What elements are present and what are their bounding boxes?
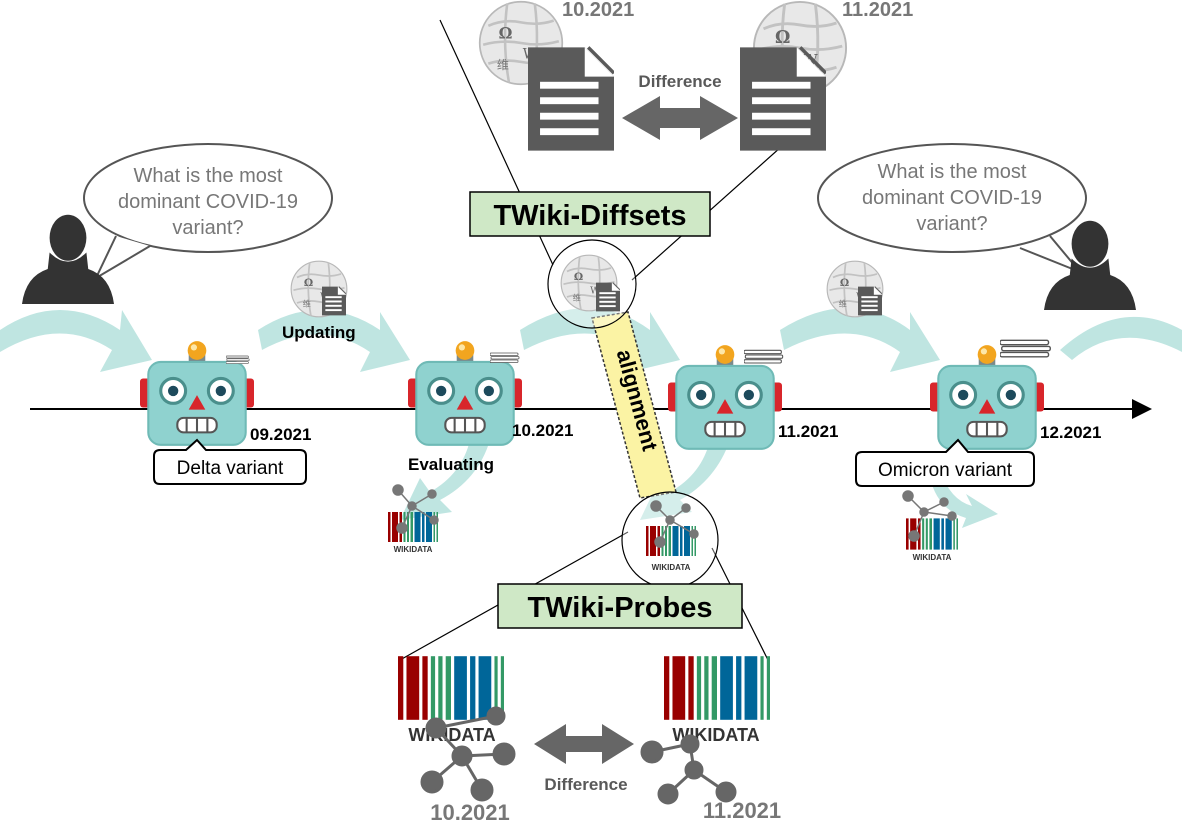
question-line: dominant COVID-19 <box>862 187 1042 209</box>
wikidata-date-left: 10.2021 <box>430 800 510 823</box>
small-wikidata-icons: WIKIDATA WIKIDATA WIKIDATA <box>388 484 958 572</box>
teal-arrow-evaluate-2 <box>640 440 730 520</box>
speech-bubble-left: What is the most dominant COVID-19 varia… <box>83 143 333 281</box>
twiki-diffsets-box <box>469 191 711 237</box>
question-line: dominant COVID-19 <box>118 191 298 213</box>
robot-icon <box>930 343 1044 451</box>
book-stack-icon <box>490 352 520 364</box>
question-line: What is the most <box>878 161 1027 183</box>
date-label: 11.2021 <box>778 422 839 441</box>
question-line: variant? <box>172 217 243 239</box>
teal-arrow-evaluate-3 <box>930 470 998 528</box>
twiki-probes-label: TWiki-Probes <box>527 592 712 624</box>
answer-omicron: Omicron variant <box>878 460 1013 481</box>
wikidata-right: WIKIDATA 11.2021 <box>640 656 781 823</box>
book-stack-icon <box>226 355 250 365</box>
teal-arrow-user-left <box>0 310 152 372</box>
answer-left: Delta variant <box>153 438 307 485</box>
wiki-date-right: 11.2021 <box>842 0 913 21</box>
wikidata-logo-icon <box>388 512 438 542</box>
teal-arrow-user-right <box>1060 316 1182 360</box>
teal-arrow-update-3 <box>780 308 940 372</box>
double-arrow-icon <box>622 96 738 140</box>
answer-right: Omicron variant <box>855 438 1035 487</box>
question-line: variant? <box>916 213 987 235</box>
date-label: 10.2021 <box>512 421 573 440</box>
wikidata-wordmark: WIKIDATA <box>394 545 433 554</box>
book-stack-icon <box>1000 338 1052 359</box>
twiki-probes-box <box>497 583 743 629</box>
small-wiki-icons <box>290 254 884 318</box>
wikidata-wordmark: WIKIDATA <box>913 553 952 562</box>
timeline-labels: 09.2021 10.2021 11.2021 12.2021 Updating… <box>250 323 1101 474</box>
wikidata-wordmark: WIKIDATA <box>652 563 691 572</box>
book-stack-icon <box>744 349 784 365</box>
wiki-diffsets-area: 10.2021 11.2021 Difference TWiki-Diffset… <box>469 0 913 237</box>
teal-arrow-update-1 <box>258 310 410 372</box>
date-label: 12.2021 <box>1040 423 1101 442</box>
wikidata-logo-icon <box>664 656 770 720</box>
wikidata-left: WIKIDATA 10.2021 <box>398 656 516 823</box>
wiki-date-left: 10.2021 <box>562 0 634 21</box>
answer-delta: Delta variant <box>177 458 284 479</box>
question-line: What is the most <box>134 165 283 187</box>
document-icon <box>528 45 614 153</box>
evaluating-label: Evaluating <box>408 455 494 474</box>
wiki-difference-label: Difference <box>638 72 721 91</box>
double-arrow-icon <box>534 724 634 764</box>
speech-bubble-right: What is the most dominant COVID-19 varia… <box>817 143 1087 273</box>
user-right-icon <box>1044 220 1136 310</box>
date-label: 09.2021 <box>250 425 311 444</box>
wikidata-logo-icon <box>398 656 504 720</box>
wikidata-date-right: 11.2021 <box>703 798 781 823</box>
wikidata-difference-label: Difference <box>544 775 627 794</box>
twiki-diffsets-label: TWiki-Diffsets <box>493 200 686 232</box>
user-left-icon <box>22 214 114 304</box>
wikidata-wordmark: WIKIDATA <box>408 725 495 745</box>
updating-label: Updating <box>282 323 356 342</box>
